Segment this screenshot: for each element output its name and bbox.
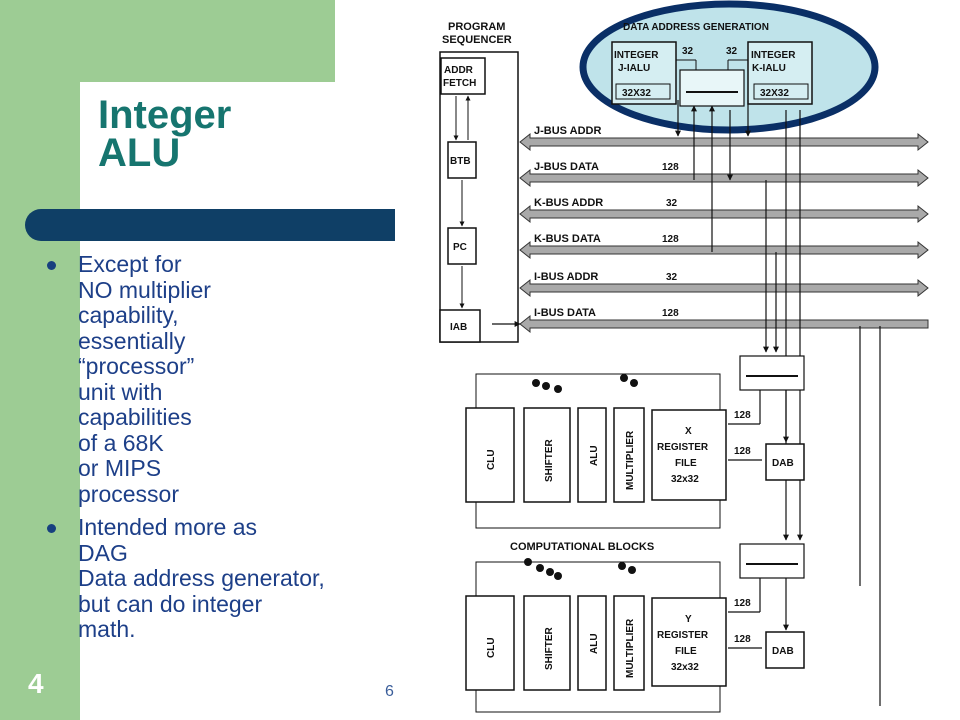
y-dab-label: DAB xyxy=(772,646,794,657)
x-dab-label: DAB xyxy=(772,458,794,469)
y-shifter-box xyxy=(523,595,571,691)
program-sequencer-label-2: SEQUENCER xyxy=(442,34,512,46)
x-register-label-2: REGISTER xyxy=(657,442,709,453)
x-multiplier-box xyxy=(613,407,645,503)
btb-label: BTB xyxy=(450,156,471,167)
dag-width-32-a: 32 xyxy=(682,46,694,57)
bus-width-k-data: 128 xyxy=(662,234,679,245)
k-ialu-label-2: K-IALU xyxy=(752,63,786,74)
y-dab-box xyxy=(765,631,805,669)
y-register-label-2: REGISTER xyxy=(657,630,709,641)
addr-fetch-label-1: ADDR xyxy=(444,65,474,76)
dag-mux xyxy=(679,69,745,107)
program-sequencer-box xyxy=(439,51,519,343)
y-mux xyxy=(739,543,805,579)
k-ialu-label-1: INTEGER xyxy=(751,50,796,61)
left-green-strip xyxy=(0,0,80,720)
bus-width-k-addr: 32 xyxy=(666,198,678,209)
addr-fetch-label-2: FETCH xyxy=(443,78,476,89)
k-ialu-size: 32X32 xyxy=(760,88,789,99)
y-multiplier-box xyxy=(613,595,645,691)
bus-label-i-data: I-BUS DATA xyxy=(534,307,596,319)
bus-label-j-data: J-BUS DATA xyxy=(534,161,599,173)
bullet-list: Except for NO multiplier capability, ess… xyxy=(40,251,380,651)
bus-label-k-data: K-BUS DATA xyxy=(534,233,601,245)
bus-label-k-addr: K-BUS ADDR xyxy=(534,197,603,209)
footer-number: 6 xyxy=(385,683,394,700)
bus-arrows xyxy=(519,132,929,334)
architecture-diagram: PROGRAM SEQUENCER ADDR FETCH BTB PC IAB … xyxy=(439,0,929,713)
dag-width-32-b: 32 xyxy=(726,46,738,57)
bus-width-i-addr: 32 xyxy=(666,272,678,283)
x-shifter-box xyxy=(523,407,571,503)
bullet-1: Except for NO multiplier capability, ess… xyxy=(40,251,380,507)
iab-label: IAB xyxy=(450,322,467,333)
top-green-tab xyxy=(80,0,335,82)
y-alu-box xyxy=(577,595,607,691)
j-ialu-label-2: J-IALU xyxy=(618,63,650,74)
x-shifter-label: SHIFTER xyxy=(544,438,555,482)
y-register-file-box xyxy=(651,597,727,687)
bus-label-i-addr: I-BUS ADDR xyxy=(534,271,598,283)
x-mux xyxy=(739,355,805,391)
program-sequencer-label-1: PROGRAM xyxy=(448,21,505,33)
x-alu-label: ALU xyxy=(589,445,600,466)
y-clu-box xyxy=(465,595,515,691)
x-alu-box xyxy=(577,407,607,503)
title-underline-bar xyxy=(25,209,395,241)
y-shifter-label: SHIFTER xyxy=(544,626,555,670)
slide-title: Integer ALU xyxy=(98,93,232,175)
x-clu-label: CLU xyxy=(486,449,497,470)
title-line-2: ALU xyxy=(98,131,181,175)
pc-label: PC xyxy=(453,242,467,253)
bullet-2: Intended more as DAG Data address genera… xyxy=(40,514,380,643)
title-line-1: Integer xyxy=(98,93,232,137)
x-register-label-1: X xyxy=(685,426,692,437)
x-width-128-a: 128 xyxy=(734,410,751,421)
x-register-label-4: 32x32 xyxy=(671,474,699,485)
y-width-128-b: 128 xyxy=(734,634,751,645)
y-register-label-3: FILE xyxy=(675,646,697,657)
iab-box xyxy=(439,309,481,343)
pc-box xyxy=(447,227,477,265)
bus-width-i-data: 128 xyxy=(662,308,679,319)
x-clu-box xyxy=(465,407,515,503)
dag-title: DATA ADDRESS GENERATION xyxy=(623,22,769,33)
x-dab-box xyxy=(765,443,805,481)
bus-label-j-addr: J-BUS ADDR xyxy=(534,125,601,137)
x-multiplier-label: MULTIPLIER xyxy=(625,430,636,490)
y-width-128-a: 128 xyxy=(734,598,751,609)
slide-number: 4 xyxy=(28,668,44,699)
x-register-file-box xyxy=(651,409,727,501)
j-ialu-size: 32X32 xyxy=(622,88,651,99)
bus-width-j-data: 128 xyxy=(662,162,679,173)
x-register-label-3: FILE xyxy=(675,458,697,469)
y-clu-label: CLU xyxy=(486,637,497,658)
x-width-128-b: 128 xyxy=(734,446,751,457)
y-multiplier-label: MULTIPLIER xyxy=(625,618,636,678)
y-register-label-1: Y xyxy=(685,614,692,625)
y-alu-label: ALU xyxy=(589,633,600,654)
j-ialu-label-1: INTEGER xyxy=(614,50,659,61)
addr-fetch-box xyxy=(440,57,486,95)
btb-box xyxy=(447,141,477,179)
computational-blocks-label: COMPUTATIONAL BLOCKS xyxy=(510,541,654,553)
y-register-label-4: 32x32 xyxy=(671,662,699,673)
